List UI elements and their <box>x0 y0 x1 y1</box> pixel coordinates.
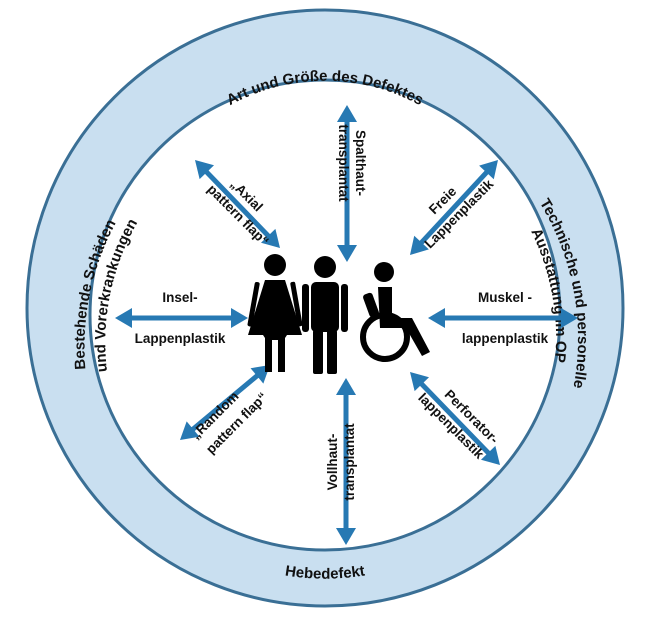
arrow-label-muskel-line1: Muskel - <box>478 290 532 305</box>
arrow-label-insel-line2: Lappenplastik <box>135 331 226 346</box>
arrow-label-spalthaut: Spalthaut- transplantat <box>336 124 368 202</box>
man-icon <box>302 256 348 374</box>
arrow-label-spalthaut-line1: Spalthaut- <box>353 130 368 196</box>
arrow-spalthaut <box>337 105 357 262</box>
woman-icon <box>247 254 303 372</box>
arrows-group <box>115 105 578 545</box>
arrow-label-vollhaut-line2: transplantat <box>342 423 357 501</box>
arrow-label-insel-line1: Insel- <box>162 290 197 305</box>
arrow-label-vollhaut-line1: Vollhaut- <box>325 434 340 491</box>
arrow-axial <box>195 160 280 248</box>
arrow-label-spalthaut-line2: transplantat <box>336 124 351 202</box>
arrow-freie <box>410 160 498 255</box>
arrow-perforator <box>410 372 500 465</box>
arrow-insel <box>115 308 248 328</box>
ring-label-bottom: Hebedefekt <box>284 562 366 582</box>
arrow-label-vollhaut: Vollhaut- transplantat <box>325 423 357 501</box>
wheelchair-user-icon <box>360 262 430 362</box>
arrow-label-muskel-line2: lappenplastik <box>462 331 549 346</box>
arrow-muskel <box>428 308 578 328</box>
arrow-vollhaut <box>336 378 356 545</box>
